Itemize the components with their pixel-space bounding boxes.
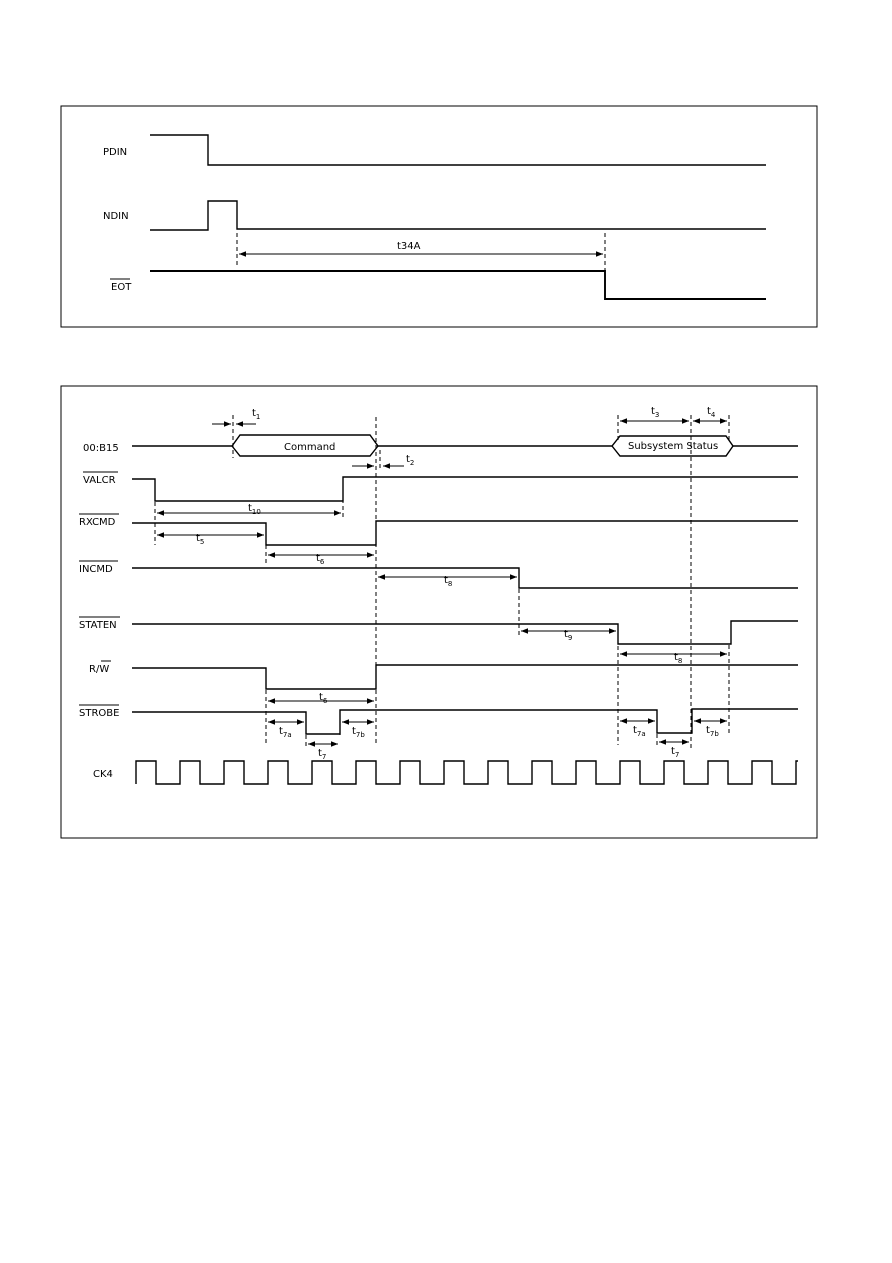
strobe-waveform xyxy=(132,708,798,735)
t7-label: t7 xyxy=(318,748,326,761)
t6-rw-label: t6 xyxy=(319,692,328,705)
incmd-waveform xyxy=(132,567,798,589)
rxcmd-waveform xyxy=(132,520,798,546)
t7a-second-label: t7a xyxy=(633,725,646,738)
t3-label: t3 xyxy=(651,406,659,419)
ndin-waveform xyxy=(150,200,766,231)
pdin-waveform xyxy=(150,134,766,166)
t10-label: t10 xyxy=(248,503,261,516)
t7a-label: t7a xyxy=(279,726,292,739)
ndin-label: NDIN xyxy=(103,211,129,222)
diagram-1-frame xyxy=(60,105,818,328)
diagram-2-frame xyxy=(60,385,818,839)
incmd-label: INCMD xyxy=(79,564,113,575)
strobe-label: STROBE xyxy=(79,708,119,719)
t34a-label: t34A xyxy=(397,241,421,252)
timing-arrows xyxy=(157,418,727,747)
eot-label: EOT xyxy=(111,282,132,293)
t7b-second-label: t7b xyxy=(706,725,719,738)
ck4-waveform xyxy=(135,760,798,785)
diagram-1: PDIN NDIN EOT t34A xyxy=(60,105,818,328)
t6-label: t6 xyxy=(316,553,325,566)
guide-lines xyxy=(154,415,730,748)
staten-label: STATEN xyxy=(79,620,117,631)
bus-command-label: Command xyxy=(284,442,335,453)
rw-w: W xyxy=(99,664,109,675)
eot-waveform xyxy=(150,270,766,300)
t9-label: t9 xyxy=(564,629,572,642)
t4-label: t4 xyxy=(707,406,716,419)
t1-label: t1 xyxy=(252,408,260,421)
valcr-waveform xyxy=(132,476,798,502)
staten-waveform xyxy=(132,620,798,645)
bus-waveform xyxy=(132,434,798,457)
t8-second-label: t8 xyxy=(674,652,682,665)
t2-label: t2 xyxy=(406,454,414,467)
rxcmd-label: RXCMD xyxy=(79,517,116,528)
diagram-2: 00:B15 VALCR RXCMD INCMD STATEN R/W STRO… xyxy=(60,385,818,839)
bus-status-label: Subsystem Status xyxy=(628,441,718,452)
t7-second-label: t7 xyxy=(671,746,679,759)
pdin-label: PDIN xyxy=(103,147,127,158)
rw-label: R/W xyxy=(89,664,109,675)
t8-label: t8 xyxy=(444,575,452,588)
rw-waveform xyxy=(132,664,798,690)
rw-prefix: R/ xyxy=(89,664,100,675)
valcr-label: VALCR xyxy=(83,475,116,486)
bus-label: 00:B15 xyxy=(83,443,119,454)
t5-label: t5 xyxy=(196,533,204,546)
t7b-label: t7b xyxy=(352,726,365,739)
ck4-label: CK4 xyxy=(93,769,113,780)
